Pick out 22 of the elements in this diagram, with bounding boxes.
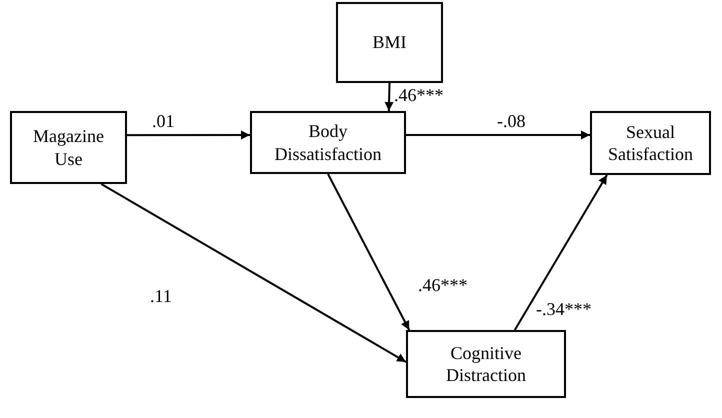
arrow — [327, 174, 410, 330]
variable-box — [590, 111, 711, 175]
variable-name: Magazine Use — [32, 125, 105, 170]
variable-name: Sexual Satisfaction — [607, 120, 694, 166]
arrow — [514, 174, 608, 331]
variable-box — [10, 111, 127, 184]
arrow — [127, 130, 250, 140]
arrow — [406, 130, 590, 140]
path-coefficient: .46*** — [394, 86, 444, 104]
path-coefficient: -.34*** — [536, 300, 592, 318]
arrow — [384, 82, 394, 112]
variable-box — [250, 111, 406, 174]
variable-name: Cognitive Distraction — [445, 342, 527, 386]
variable-name: BMI — [372, 31, 406, 54]
path-coefficient: -.08 — [497, 112, 526, 130]
path-coefficient: .11 — [150, 287, 172, 305]
path-coefficient: .46*** — [418, 276, 468, 294]
variable-name: Body Dissatisfaction — [274, 120, 382, 165]
variable-box — [336, 2, 443, 83]
variable-box — [406, 330, 566, 398]
arrow — [100, 183, 406, 363]
path-coefficient: .01 — [152, 112, 174, 130]
